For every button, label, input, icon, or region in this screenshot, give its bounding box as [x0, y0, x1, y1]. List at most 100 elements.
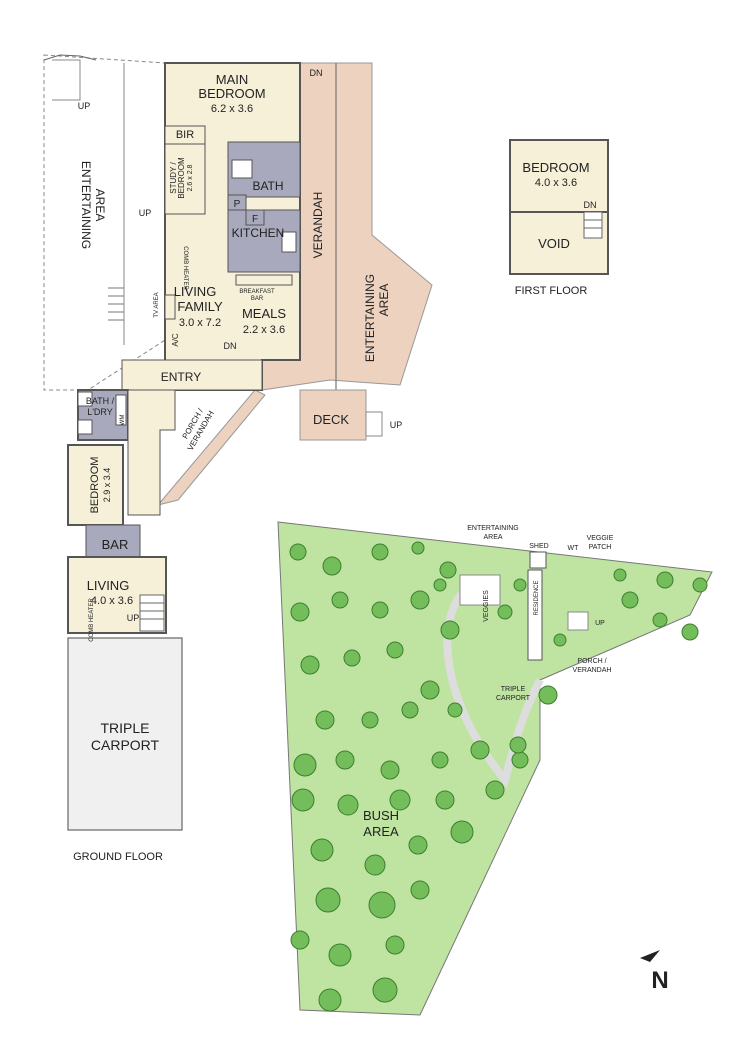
tree: [470, 740, 490, 760]
entertaining-right-label: ENTERTAINING: [363, 274, 377, 362]
porch-verandah-shape: [156, 389, 266, 506]
ff-bedroom-size: 4.0 x 3.6: [535, 177, 577, 189]
study-label: STUDY /: [169, 162, 178, 194]
carport-label-2: CARPORT: [91, 737, 160, 753]
comb-heater-top-label: COMB HEATER: [182, 246, 188, 290]
tree: [343, 649, 361, 667]
bir-label: BIR: [176, 129, 194, 141]
tree: [513, 578, 527, 592]
tree: [447, 702, 463, 718]
north-arrow: [640, 950, 660, 962]
tree: [289, 543, 307, 561]
tree: [337, 794, 359, 816]
tree: [361, 711, 379, 729]
tree: [364, 854, 386, 876]
deck-up-label: UP: [390, 420, 403, 430]
tree: [410, 590, 430, 610]
kitchen-label: KITCHEN: [232, 226, 285, 240]
tree: [435, 790, 455, 810]
site-porch-label: PORCH /: [577, 658, 606, 665]
tree: [420, 680, 440, 700]
verandah-area: [156, 62, 433, 506]
tree: [401, 701, 419, 719]
comb-heater-bottom-label: COMB HEATER: [89, 598, 95, 642]
first-floor: [509, 139, 609, 275]
tree: [372, 977, 398, 1003]
bush-trees: [289, 541, 708, 1012]
site-carport-label: TRIPLE: [501, 686, 526, 693]
study-label-2: BEDROOM: [177, 157, 186, 199]
site-porch-label-2: VERANDAH: [573, 667, 612, 674]
bedroom-label: BEDROOM: [89, 457, 101, 514]
up-living-label: UP: [127, 613, 140, 623]
bar-label: BAR: [102, 537, 129, 552]
site-carport-label-2: CARPORT: [496, 695, 531, 702]
site-veggie-label: VEGGIE: [587, 535, 614, 542]
tree: [380, 760, 400, 780]
bath-ldry-label-2: L'DRY: [87, 407, 113, 417]
tree: [433, 578, 447, 592]
entertaining-right-label-2: AREA: [377, 284, 391, 317]
carport: [67, 637, 183, 831]
entry: [121, 359, 263, 391]
tree: [328, 943, 352, 967]
site-up-label: UP: [595, 620, 605, 627]
site-entertaining-label-2: AREA: [483, 534, 502, 541]
bath-label: BATH: [252, 179, 283, 193]
tree: [681, 623, 699, 641]
carport-label: TRIPLE: [100, 720, 149, 736]
site-shed-label: SHED: [529, 543, 548, 550]
living-family-label: LIVING: [174, 284, 217, 299]
tree: [511, 751, 529, 769]
living-size: 4.0 x 3.6: [91, 595, 133, 607]
living-family-label-2: FAMILY: [177, 299, 223, 314]
tree: [410, 880, 430, 900]
tv-area-label: TV AREA: [154, 292, 160, 317]
bedroom-size: 2.9 x 3.4: [102, 468, 112, 503]
tree: [335, 750, 355, 770]
tree: [652, 612, 668, 628]
tree: [656, 571, 674, 589]
entertaining-area-left: [43, 54, 166, 391]
tree: [385, 935, 405, 955]
main-bedroom-size: 6.2 x 3.6: [211, 103, 253, 115]
bar-room: [85, 524, 141, 558]
north-label: N: [651, 967, 668, 994]
wm-label: WM: [120, 415, 126, 426]
tree: [368, 891, 396, 919]
fridge-label: F: [252, 214, 258, 225]
site-veggie-label-2: PATCH: [589, 544, 612, 551]
tree: [621, 591, 639, 609]
breakfast-bar-label: BREAKFAST: [239, 289, 275, 295]
tree: [389, 789, 411, 811]
ff-dn-label: DN: [584, 200, 597, 210]
entertaining-left-label: ENTERTAINING: [79, 161, 93, 249]
entry-label: ENTRY: [161, 370, 201, 384]
ff-void-label: VOID: [538, 236, 570, 251]
tree: [315, 710, 335, 730]
site-entertaining-label: ENTERTAINING: [467, 525, 518, 532]
house-rooms: [67, 62, 301, 831]
site-veggies-label: VEGGIES: [483, 590, 490, 622]
tree: [291, 788, 315, 812]
tree: [553, 633, 567, 647]
breakfast-bar-label-2: BAR: [251, 296, 264, 302]
tree: [310, 838, 334, 862]
tree: [509, 736, 527, 754]
bath-ldry-label: BATH /: [86, 396, 115, 406]
tree: [290, 930, 310, 950]
verandah-label: VERANDAH: [311, 192, 325, 259]
deck-label: DECK: [313, 412, 349, 427]
tree: [386, 641, 404, 659]
tree: [431, 751, 449, 769]
tree: [450, 820, 474, 844]
living-family-size: 3.0 x 7.2: [179, 317, 221, 329]
tree: [315, 887, 341, 913]
dn-meals-label: DN: [224, 341, 237, 351]
pantry-label: P: [234, 199, 241, 210]
main-bedroom-label: MAIN: [216, 72, 249, 87]
labels: MAIN BEDROOM 6.2 x 3.6 DN BIR STUDY / BE…: [73, 68, 669, 994]
first-floor-caption: FIRST FLOOR: [515, 285, 588, 297]
